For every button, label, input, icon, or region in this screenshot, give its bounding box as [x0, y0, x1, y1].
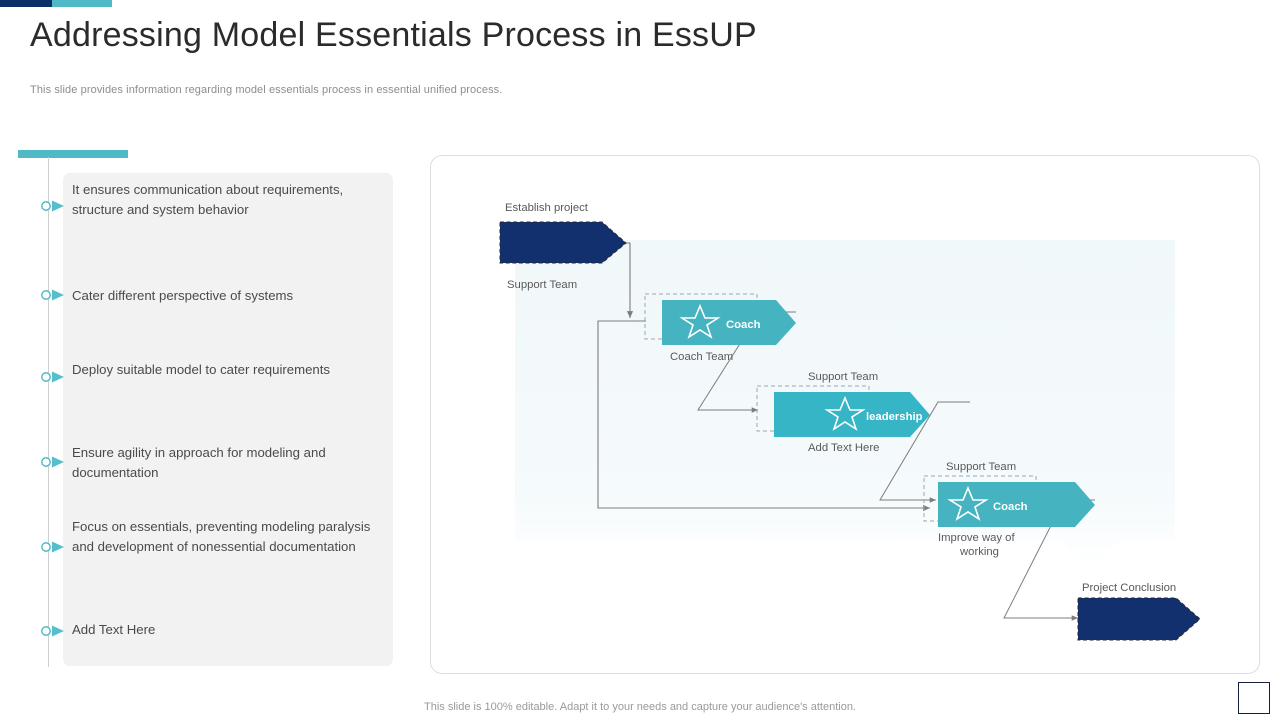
- connector-loop-to-step3: [597, 320, 926, 509]
- star-icon: [947, 485, 989, 521]
- start-node-label: Establish project: [505, 202, 589, 214]
- bullet-text: Cater different perspective of systems: [72, 288, 294, 303]
- page-subtitle: This slide provides information regardin…: [30, 84, 503, 96]
- step-2-inner-label: leadership: [866, 411, 923, 423]
- step-3-bottom-label-line1: Improve way of: [938, 532, 1015, 544]
- star-icon: [679, 303, 721, 339]
- start-node[interactable]: Establish project: [499, 202, 627, 264]
- end-node[interactable]: Project Conclusion: [1077, 582, 1201, 641]
- bullet-panel: [63, 173, 393, 666]
- bullet-text: Add Text Here: [72, 622, 156, 637]
- end-node-label: Project Conclusion: [1082, 582, 1176, 594]
- top-accent-bar-teal: [52, 0, 112, 7]
- bullet-arrow-icon: [41, 540, 69, 554]
- step-3-top-label: Support Team: [946, 461, 1016, 473]
- step-3-bottom-label-line2: working: [959, 546, 999, 558]
- connector-start-to-step1: [626, 242, 634, 318]
- bullet-arrow-icon: [41, 624, 69, 638]
- start-chevron-shape: [499, 221, 627, 264]
- footer-note: This slide is 100% editable. Adapt it to…: [424, 701, 856, 713]
- end-chevron-shape: [1077, 597, 1201, 641]
- top-accent-bar-navy: [0, 0, 52, 7]
- left-accent-bar: [18, 150, 128, 158]
- bullet-text: Ensure agility in approach for modeling …: [72, 445, 326, 480]
- bullet-text: It ensures communication about requireme…: [72, 182, 344, 217]
- star-icon: [824, 395, 866, 431]
- bullet-arrow-icon: [41, 288, 69, 302]
- bullet-arrow-icon: [41, 370, 69, 384]
- step-1[interactable]: Support Team Coach Coach Team: [507, 279, 796, 363]
- bullet-text: Focus on essentials, preventing modeling…: [72, 519, 371, 554]
- step-1-inner-label: Coach: [726, 319, 761, 331]
- bullet-arrow-icon: [41, 455, 69, 469]
- step-2-bottom-label: Add Text Here: [808, 442, 879, 454]
- page-title: Addressing Model Essentials Process in E…: [30, 16, 757, 54]
- corner-placeholder-box[interactable]: [1238, 682, 1270, 714]
- process-flow-diagram: Establish project Support Team Coach Coa…: [499, 202, 1201, 641]
- bullet-text: Deploy suitable model to cater requireme…: [72, 362, 331, 377]
- step-2[interactable]: Support Team leadership Add Text Here: [756, 371, 930, 454]
- step-3[interactable]: Support Team Coach Improve way of workin…: [923, 461, 1095, 558]
- step-1-top-label: Support Team: [507, 279, 577, 291]
- step-2-chevron-shape: [774, 392, 930, 437]
- step-3-inner-label: Coach: [993, 501, 1028, 513]
- bullet-arrow-icon: [41, 199, 69, 213]
- step-1-bottom-label: Coach Team: [670, 351, 733, 363]
- step-2-top-label: Support Team: [808, 371, 878, 383]
- connector-step2-to-step3: [879, 401, 970, 503]
- bullet-rail-line: [48, 157, 49, 667]
